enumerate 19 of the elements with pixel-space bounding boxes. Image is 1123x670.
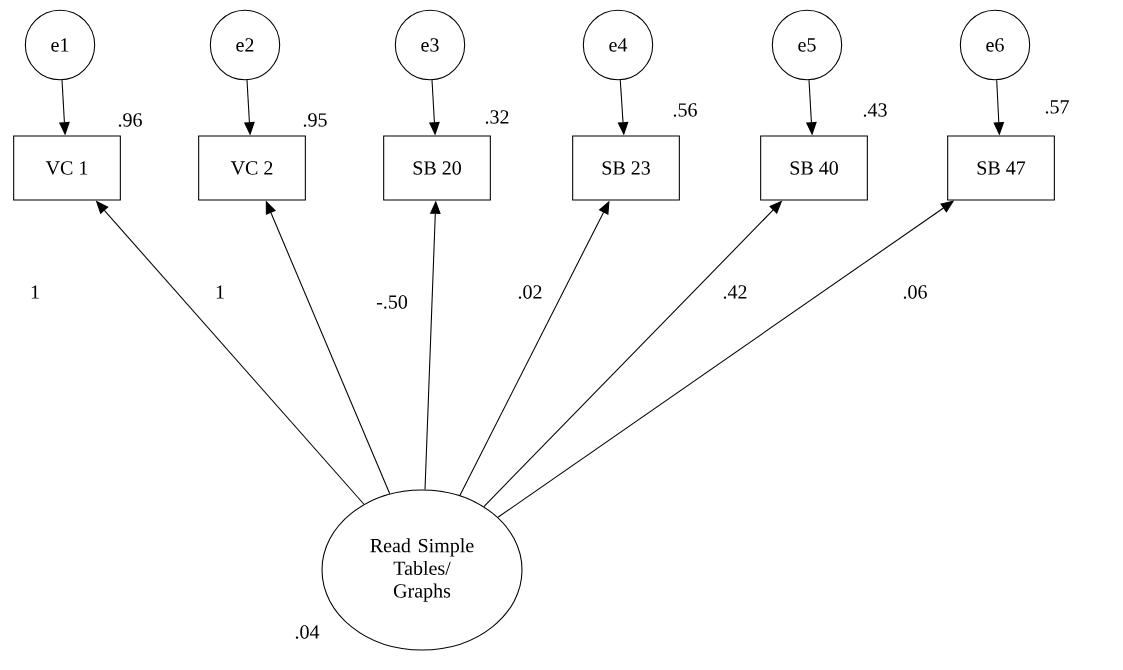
- edge-label: .06: [901, 283, 929, 301]
- edge-label: .43: [861, 101, 889, 119]
- node-caption: .04: [295, 625, 320, 639]
- edge-label: .95: [301, 111, 329, 129]
- variable-box: SB 23: [572, 135, 680, 201]
- edge-label: 1: [213, 284, 227, 300]
- edge-label: .42: [721, 283, 749, 301]
- variable-box: SB 40: [760, 135, 868, 201]
- variable-box: SB 20: [383, 135, 491, 201]
- edge-label: 1: [28, 284, 42, 300]
- variable-box: VC 2: [198, 135, 306, 201]
- edge-label: .96: [116, 111, 144, 129]
- edge-label: .57: [1043, 98, 1071, 115]
- edge-label: -.50: [374, 293, 410, 311]
- edge-label: .56: [671, 101, 699, 119]
- edge-label: .02: [516, 283, 544, 301]
- edge-label: .32: [483, 108, 511, 126]
- variable-box: VC 1: [13, 135, 121, 201]
- variable-box: SB 47: [947, 135, 1055, 201]
